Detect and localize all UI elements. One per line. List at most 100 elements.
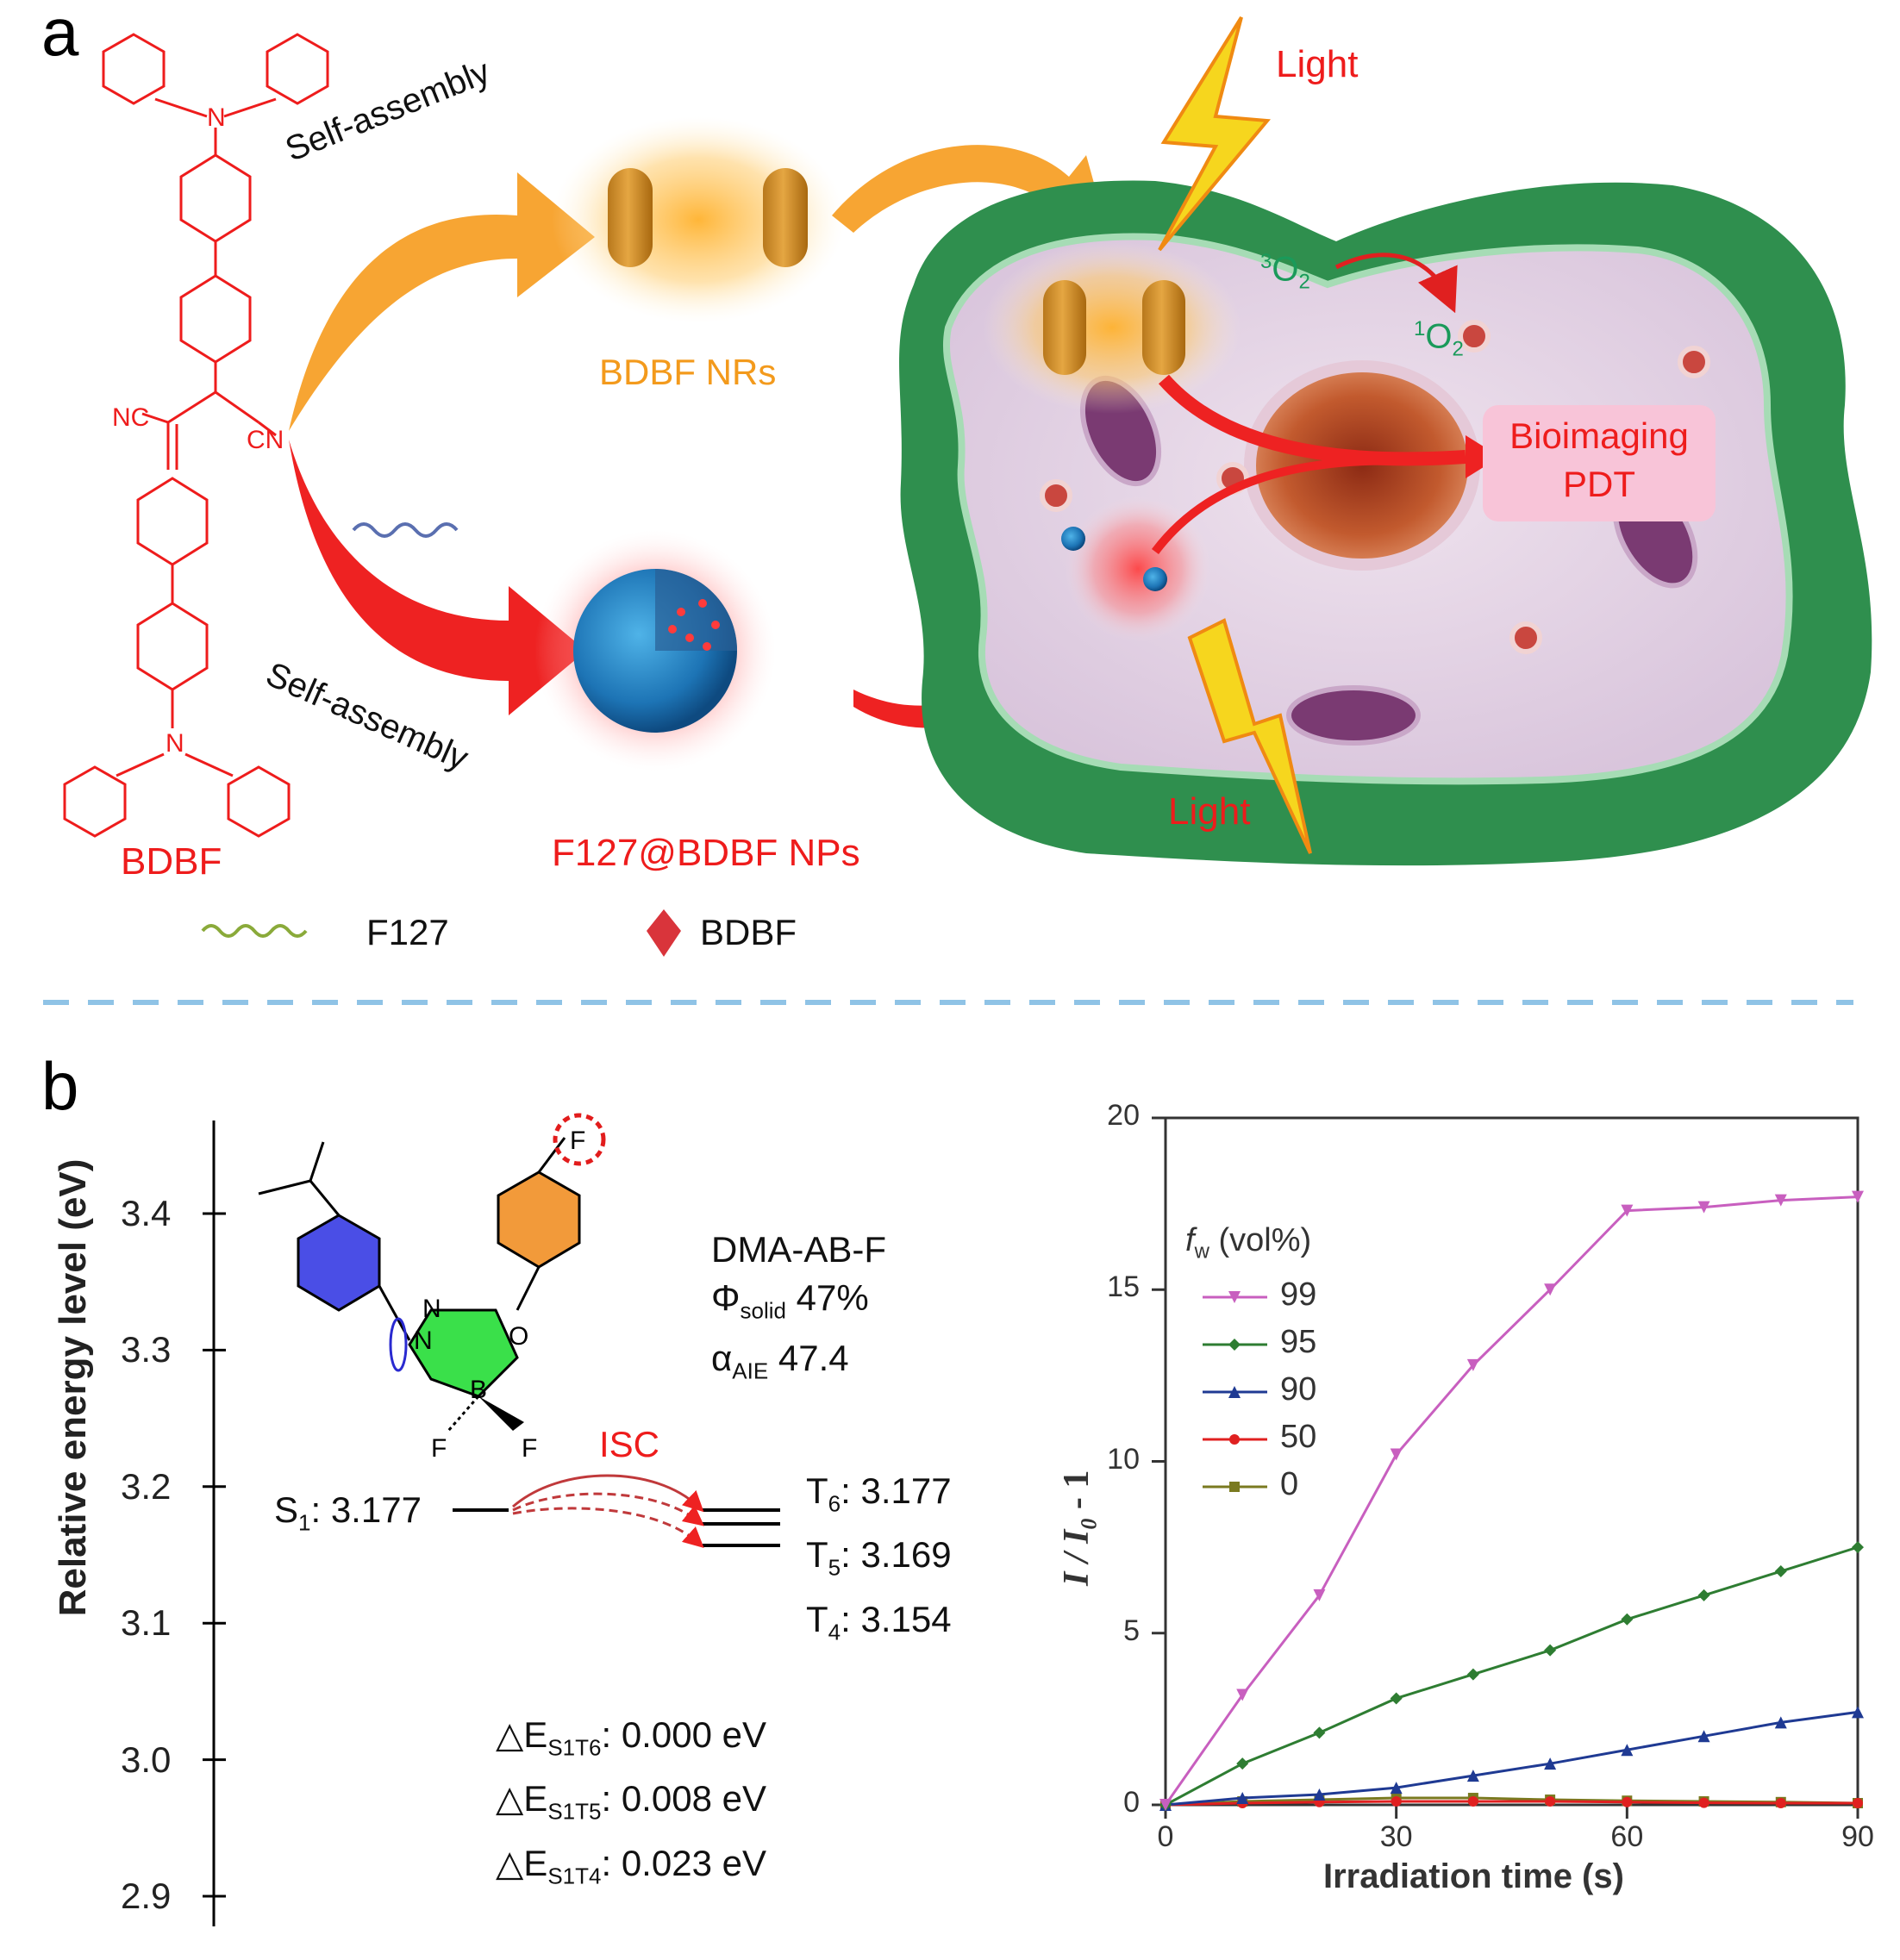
- atom-b: B: [470, 1376, 487, 1404]
- singlet-sub: 1: [298, 1509, 311, 1536]
- data-point-50: [1622, 1796, 1633, 1807]
- y-tick-label: 20: [1107, 1099, 1140, 1132]
- self-assembly-arrow-top: [289, 172, 595, 431]
- triplet-oxygen-base: O: [1272, 250, 1299, 289]
- legend-marker-0: [1229, 1482, 1240, 1492]
- triplet-oxygen-label: 3O2: [1260, 250, 1310, 294]
- series-line-90: [1165, 1710, 1859, 1807]
- energy-axis-label: Relative energy level (eV): [52, 1158, 94, 1617]
- phenyl-ring: [136, 477, 209, 566]
- cell-nanoparticle: [1061, 527, 1085, 551]
- plot-frame: [1164, 1116, 1859, 1807]
- gap-s1t5-sub: S1T5: [547, 1798, 602, 1825]
- t6-name: T: [806, 1470, 828, 1511]
- blue-phenyl-ring: [297, 1214, 381, 1312]
- quantum-yield: Φsolid 47%: [711, 1274, 886, 1334]
- gap-s1t6-prefix: △E: [496, 1714, 548, 1755]
- y-tick-label: 5: [1123, 1614, 1140, 1647]
- molecule-label: BDBF: [121, 840, 222, 883]
- amine-nitrogen-top: N: [207, 103, 226, 132]
- phenyl-ring: [136, 602, 209, 691]
- nitrile-label-left: NC: [112, 403, 149, 432]
- triplet-oxygen-sub: 2: [1298, 270, 1310, 294]
- fluorine-highlight-icon: [553, 1113, 606, 1166]
- data-point-90: [1697, 1730, 1710, 1743]
- atom-o: O: [509, 1322, 528, 1351]
- gap-s1t5: △ES1T5: 0.008 eV: [496, 1773, 766, 1837]
- data-point-50: [1775, 1798, 1786, 1809]
- outcome-pdt: PDT: [1563, 464, 1635, 504]
- data-point-90: [1466, 1770, 1479, 1782]
- x-tick-label: 60: [1610, 1820, 1644, 1853]
- legend-label-90: 90: [1280, 1371, 1317, 1408]
- data-point-90: [1774, 1716, 1787, 1729]
- chart-xlabel: Irradiation time (s): [1323, 1857, 1624, 1895]
- data-point-90: [1852, 1706, 1864, 1719]
- data-point-90: [1313, 1788, 1326, 1801]
- singlet-oxygen-base: O: [1425, 317, 1453, 356]
- phi-value: 47%: [796, 1277, 869, 1318]
- t4-sub: 4: [828, 1619, 841, 1645]
- gap-s1t6-value: : 0.000 eV: [601, 1714, 766, 1755]
- legend-label-99: 99: [1280, 1276, 1317, 1313]
- cell-nanorod: [1043, 280, 1086, 375]
- energy-tick-label: 3.2: [121, 1465, 172, 1507]
- isc-label: ISC: [599, 1424, 660, 1464]
- data-point-95: [1621, 1613, 1634, 1626]
- t4-name: T: [806, 1598, 828, 1639]
- y-tick-label: 15: [1107, 1270, 1140, 1304]
- cell-nanoparticle: [1143, 567, 1167, 591]
- energy-tick-label: 3.0: [121, 1738, 172, 1780]
- data-point-95: [1697, 1589, 1710, 1601]
- ylabel-i: I: [1057, 1571, 1097, 1586]
- outcome-bioimaging: Bioimaging: [1509, 415, 1689, 456]
- rotation-arrow-icon: [389, 1317, 408, 1372]
- gap-s1t5-prefix: △E: [496, 1778, 548, 1820]
- arrow-to-outcome-top: [1158, 374, 1466, 466]
- ylabel-slash: /: [1057, 1543, 1097, 1572]
- nanorod: [608, 168, 653, 267]
- outcome-box: [1483, 405, 1716, 521]
- gap-s1t4: △ES1T4: 0.023 eV: [496, 1838, 766, 1901]
- singlet-oxygen-sub: 2: [1452, 337, 1464, 361]
- t6-sub: 6: [828, 1490, 841, 1517]
- triplet-oxygen-sup: 3: [1260, 250, 1272, 273]
- t6-value: : 3.177: [841, 1470, 952, 1511]
- legend-f127-icon: [201, 924, 308, 938]
- phi-symbol: Φ: [711, 1277, 741, 1318]
- nanoparticles-label: F127@BDBF NPs: [552, 832, 860, 874]
- x-tick-label: 0: [1157, 1820, 1174, 1853]
- panel-b-letter: b: [41, 1048, 79, 1124]
- amine-nitrogen-bottom: N: [166, 729, 184, 758]
- bdbf-dots: [668, 599, 720, 651]
- data-point-99: [1466, 1358, 1479, 1371]
- data-point-90: [1621, 1744, 1634, 1757]
- phi-sub: solid: [740, 1297, 786, 1324]
- data-point-50: [1391, 1796, 1402, 1807]
- legend-f127-label: F127: [366, 912, 449, 952]
- triplet-labels: T6: 3.177 T5: 3.169 T4: 3.154: [806, 1465, 952, 1657]
- data-point-99: [1313, 1589, 1326, 1601]
- phenyl-ring: [266, 33, 329, 105]
- singlet-name: S: [274, 1489, 299, 1530]
- singlet-label: S1: 3.177: [274, 1489, 422, 1536]
- t5-value: : 3.169: [841, 1534, 952, 1576]
- legend-bdbf-label: BDBF: [700, 912, 797, 952]
- f127-wavy-icon: [352, 522, 459, 538]
- light-label-bottom: Light: [1168, 790, 1251, 833]
- self-assembly-arrow-bottom: [289, 440, 586, 715]
- singlet-value: : 3.177: [310, 1489, 422, 1530]
- data-point-50: [1545, 1796, 1556, 1807]
- legend-diamond-icon: [647, 909, 681, 957]
- phenyl-ring: [63, 765, 127, 838]
- data-point-95: [1774, 1565, 1787, 1578]
- data-point-95: [1544, 1644, 1557, 1657]
- data-point-99: [1852, 1190, 1864, 1203]
- atom-n1: N: [422, 1295, 441, 1323]
- bdbf-molecule: [63, 33, 329, 838]
- data-point-90: [1544, 1757, 1557, 1770]
- triplet-label-t4: T4: 3.154: [806, 1594, 952, 1657]
- isc-arrow-t5: [512, 1492, 705, 1526]
- lightning-bolt-icon: [1158, 16, 1271, 252]
